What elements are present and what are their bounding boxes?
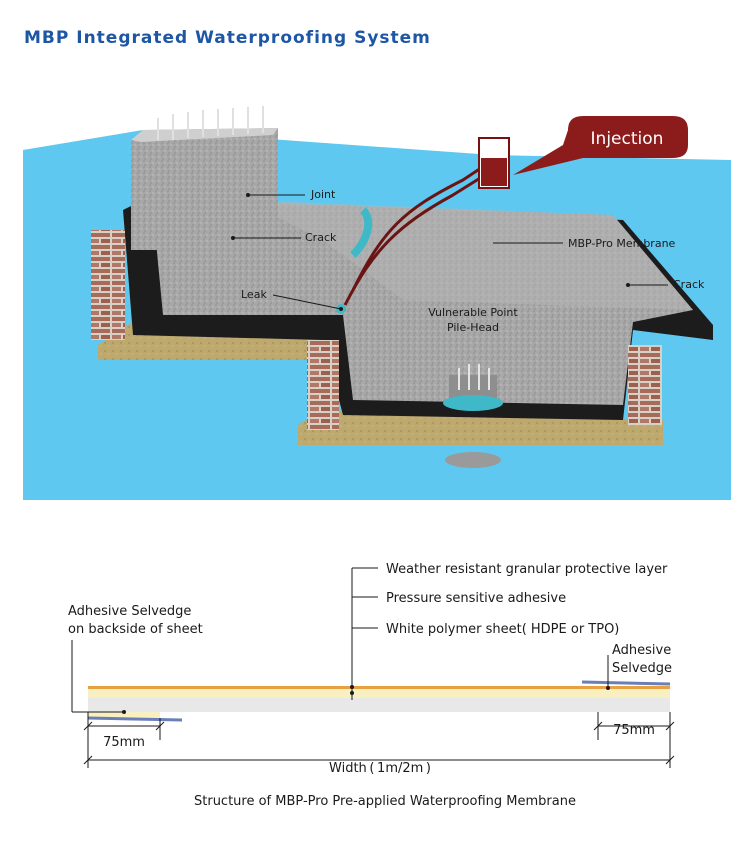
pile-rebar-group [458, 364, 490, 390]
layer-leaders [71, 567, 609, 713]
dimension-lines [83, 712, 675, 768]
selvedge-back-label-2: on backside of sheet [68, 622, 203, 637]
leak-seal [350, 207, 373, 258]
injection-callout [513, 116, 688, 175]
leader-lines [233, 194, 668, 310]
selvedge-right-label-2: Selvedge [612, 661, 672, 676]
granular-layer [88, 686, 670, 689]
pile-head-seal [443, 395, 503, 411]
injection-tube-b [343, 168, 494, 306]
injection-label: Injection [591, 129, 664, 149]
injection-tube-a [351, 158, 494, 291]
width-label: Width ( 1m/2m ) [329, 761, 431, 776]
brick-wall-right [628, 345, 662, 425]
crack-label-right: Crack [673, 278, 705, 291]
wall-top [131, 128, 278, 142]
page-title: MBP Integrated Waterproofing System [24, 28, 431, 48]
membrane-label: MBP-Pro Membrane [568, 237, 676, 250]
vulnerable-point-label: Vulnerable Point [428, 306, 518, 319]
structure-svg: Weather resistant granular protective la… [68, 562, 675, 809]
dim-left-label: 75mm [103, 735, 145, 750]
brick-wall-middle [307, 340, 339, 430]
adhesive-layer [88, 689, 670, 698]
brick-wall-left [91, 230, 125, 340]
concrete-wall [131, 128, 278, 250]
layer-weather-label: Weather resistant granular protective la… [386, 562, 668, 577]
layer-sheet-label: White polymer sheet( HDPE or TPO) [386, 622, 619, 637]
back-selvedge-strip [87, 716, 183, 722]
pile-head-label: Pile-Head [447, 321, 499, 334]
membrane-structure-diagram: Weather resistant granular protective la… [0, 540, 750, 852]
pile-base [445, 452, 501, 468]
layer-adhesive-label: Pressure sensitive adhesive [386, 591, 566, 606]
right-selvedge-strip [581, 680, 671, 686]
crack-label-left: Crack [305, 231, 337, 244]
scene-svg: Injection Joint Crack Leak MBP-Pro Membr… [23, 106, 731, 500]
waterproofing-scene-illustration: Injection Joint Crack Leak MBP-Pro Membr… [23, 100, 731, 500]
leak-label: Leak [241, 288, 267, 301]
selvedge-back-label-1: Adhesive Selvedge [68, 604, 191, 619]
joint-label: Joint [310, 188, 336, 201]
back-selvedge-adhesive [88, 712, 160, 718]
selvedge-right-label-1: Adhesive [612, 643, 671, 658]
slab-top-surface [243, 200, 693, 310]
polymer-sheet [88, 698, 670, 712]
diagram-caption: Structure of MBP-Pro Pre-applied Waterpr… [194, 794, 576, 809]
dim-right-label: 75mm [613, 723, 655, 738]
rebar-group [157, 106, 264, 140]
injection-canister-fill [481, 158, 507, 186]
